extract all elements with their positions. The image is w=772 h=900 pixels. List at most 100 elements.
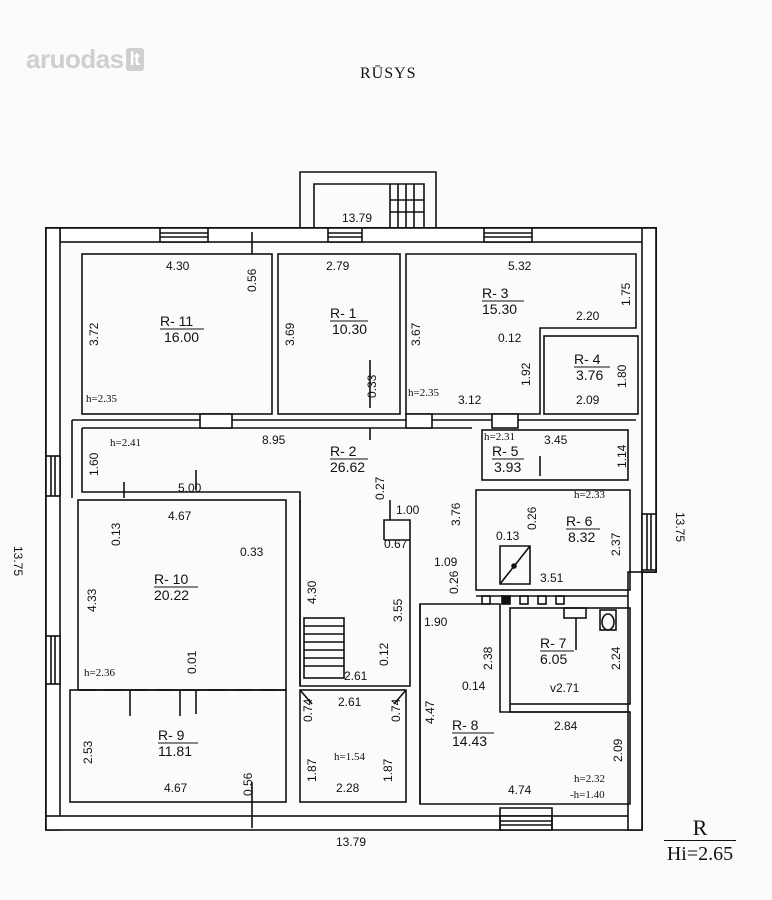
dim: 2.61 (344, 669, 368, 683)
room-id: R- 8 (452, 717, 479, 733)
room-id: R- 1 (330, 305, 357, 321)
dim: 1.14 (615, 444, 629, 468)
dim: 1.00 (396, 503, 420, 517)
dim: 0.12 (377, 642, 391, 666)
dim: 2.20 (576, 309, 600, 323)
dim: 1.92 (519, 362, 533, 386)
dim: 1.87 (305, 758, 319, 782)
height-label: h=2.35 (86, 393, 117, 405)
dim: 0.33 (365, 374, 379, 398)
dim: 3.67 (409, 322, 423, 346)
dim: 4.33 (85, 588, 99, 612)
room-id: R- 6 (566, 513, 593, 529)
outer-dim-left: 13.75 (11, 546, 25, 576)
height-label: -h=1.40 (570, 789, 605, 801)
dim: 2.09 (611, 738, 625, 762)
dimension-labels: 4.30 0.56 3.72 2.79 3.69 0.33 5.32 1.75 … (81, 259, 633, 797)
room-id: R- 7 (540, 635, 567, 651)
legend-height: Hi=2.65 (666, 843, 734, 865)
dim: 0.67 (384, 537, 408, 551)
dim: 3.69 (283, 322, 297, 346)
dim: 2.37 (609, 532, 623, 556)
dim: 0.13 (109, 522, 123, 546)
room-area: 26.62 (330, 459, 365, 475)
dim: 1.90 (424, 615, 448, 629)
dim: 4.30 (166, 259, 190, 273)
room-id: R- 3 (482, 285, 509, 301)
height-label: h=1.54 (334, 751, 365, 763)
dim: 0.74 (301, 698, 315, 722)
dim: 0.14 (462, 679, 486, 693)
dim: 5.00 (178, 481, 202, 495)
room-area: 20.22 (154, 587, 189, 603)
dim: 4.67 (164, 781, 188, 795)
dim: 0.56 (245, 268, 259, 292)
outer-dim-top: 13.79 (342, 211, 372, 225)
dim: 1.80 (615, 364, 629, 388)
height-legend: R Hi=2.65 (664, 816, 736, 867)
room-id: R- 10 (154, 571, 188, 587)
plan-title: RŪSYS (360, 65, 417, 82)
dim: 0.01 (185, 650, 199, 674)
room-id: R- 5 (492, 443, 519, 459)
dim: 4.47 (423, 700, 437, 724)
height-label: h=2.36 (84, 667, 115, 679)
room-area: 6.05 (540, 651, 567, 667)
room-labels: R- 11 16.00 R- 1 10.30 R- 3 15.30 R- 4 3… (154, 285, 603, 759)
dim: 0.12 (498, 331, 522, 345)
dim: 0.33 (240, 545, 264, 559)
dim: 3.72 (87, 322, 101, 346)
height-label: h=2.31 (484, 431, 515, 443)
dim: 0.26 (525, 506, 539, 530)
room-area: 3.76 (576, 367, 603, 383)
room-id: R- 4 (574, 351, 601, 367)
dim: 4.67 (168, 509, 192, 523)
height-label: h=2.41 (110, 437, 141, 449)
dim: 2.24 (609, 646, 623, 670)
room-id: R- 9 (158, 727, 185, 743)
dim: 2.84 (554, 719, 578, 733)
dim: 0.13 (496, 529, 520, 543)
height-label: h=2.32 (574, 773, 605, 785)
room-area: 8.32 (568, 529, 595, 545)
room-area: 15.30 (482, 301, 517, 317)
dim: 3.12 (458, 393, 482, 407)
dim: 3.45 (544, 433, 568, 447)
dim: 8.95 (262, 433, 286, 447)
dim: 2.09 (576, 393, 600, 407)
dim: 3.55 (391, 598, 405, 622)
room-underlines (154, 300, 610, 744)
room-id: R- 2 (330, 443, 357, 459)
room-area: 11.81 (158, 743, 192, 759)
legend-r: R (664, 816, 736, 841)
dim: 2.28 (336, 781, 360, 795)
dim: 1.75 (619, 282, 633, 306)
height-label: h=2.33 (574, 489, 605, 501)
room-area: 10.30 (332, 321, 367, 337)
room-area: 3.93 (494, 459, 521, 475)
room-area: 14.43 (452, 733, 487, 749)
dim: 0.27 (373, 476, 387, 500)
height-label: h=2.35 (408, 387, 439, 399)
dim: 1.87 (381, 758, 395, 782)
dim: 0.74 (389, 698, 403, 722)
dim: 0.56 (241, 772, 255, 796)
dim: 2.53 (81, 740, 95, 764)
outer-dim-right: 13.75 (673, 512, 687, 542)
height-label: v2.71 (550, 681, 580, 695)
dim: 2.38 (481, 646, 495, 670)
dim: 3.76 (449, 502, 463, 526)
dim: 3.51 (540, 571, 564, 585)
dim: 2.61 (338, 695, 362, 709)
room-area: 16.00 (164, 329, 199, 345)
dim: 4.74 (508, 783, 532, 797)
dim: 5.32 (508, 259, 532, 273)
dim: 2.79 (326, 259, 350, 273)
dim: 4.30 (305, 580, 319, 604)
dim: 1.60 (87, 452, 101, 476)
outer-dim-bottom: 13.79 (336, 835, 366, 849)
dim: 0.26 (447, 570, 461, 594)
room-id: R- 11 (160, 313, 193, 329)
dim: 1.09 (434, 555, 458, 569)
